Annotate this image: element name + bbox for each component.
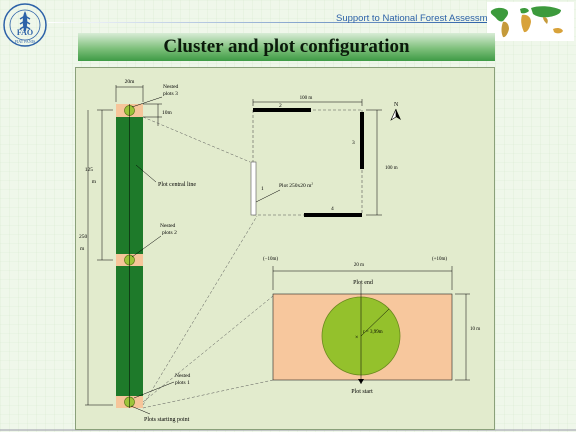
- fao-motto: FIAT PANIS: [15, 39, 36, 44]
- world-map-icon: [487, 2, 574, 41]
- fao-logo: FAO FIAT PANIS: [3, 3, 47, 47]
- side-3-label: 3: [352, 140, 355, 146]
- nested-plot-3-label-2: plots 3: [163, 91, 178, 97]
- strip-half-length-1: 125: [85, 167, 94, 173]
- nested-plot-2-label-1: Nested: [160, 223, 176, 229]
- side-1-label: 1: [261, 186, 264, 192]
- nested-plot-3-label-1: Nested: [163, 84, 179, 90]
- plot-size-label: Plot 250x20 m2: [279, 182, 313, 190]
- detail-left-label: (−10m): [263, 257, 278, 262]
- slide-title: Cluster and plot configuration: [163, 36, 410, 57]
- plot-central-line-label: Plot central line: [158, 182, 196, 188]
- plot-size-sup: 2: [311, 182, 313, 186]
- strip-width-label: 20m: [125, 79, 136, 85]
- side-2-label: 2: [279, 103, 282, 109]
- square-side-right-label: 100 m: [385, 166, 398, 171]
- strip-nested-gap-label: 10m: [162, 110, 173, 116]
- side-1-plot: [250, 161, 257, 216]
- strip-total-length-1: 250: [79, 234, 88, 240]
- side-4-label: 4: [331, 206, 334, 212]
- plot-size-text: Plot 250x20 m: [279, 183, 312, 189]
- plot-strip: [116, 104, 143, 408]
- north-arrow-icon: N: [390, 102, 401, 121]
- north-label: N: [394, 102, 399, 108]
- nested-plot-2-label-2: plots 2: [162, 230, 177, 236]
- side-2-bar: [253, 108, 311, 112]
- header-rule: [48, 22, 488, 23]
- side-4-bar: [304, 213, 362, 217]
- nested-plot-1-label-1: Nested: [175, 373, 191, 379]
- square-side-top-label: 100 m: [300, 96, 313, 101]
- plot-starting-point-label: Plots starting point: [144, 417, 190, 423]
- strip-total-length-2: m: [80, 246, 85, 252]
- cluster-square: [250, 108, 364, 217]
- center-mark-icon: ×: [355, 335, 358, 341]
- radius-label: r = 3,99m: [363, 330, 383, 335]
- plot-start-label: Plot start: [351, 389, 373, 395]
- strip-half-length-2: m: [92, 179, 97, 185]
- fao-letters: FAO: [17, 28, 33, 37]
- detail-right-label: (+10m): [432, 257, 447, 262]
- detail-width-label: 20 m: [354, 263, 364, 268]
- title-bar: Cluster and plot configuration: [78, 33, 495, 61]
- plot-end-label: Plot end: [353, 280, 373, 286]
- nested-plot-1-label-2: plots 1: [175, 380, 190, 386]
- detail-height-label: 10 m: [470, 327, 480, 332]
- header-tagline: Support to National Forest Assessments: [336, 13, 506, 24]
- side-3-bar: [360, 112, 364, 169]
